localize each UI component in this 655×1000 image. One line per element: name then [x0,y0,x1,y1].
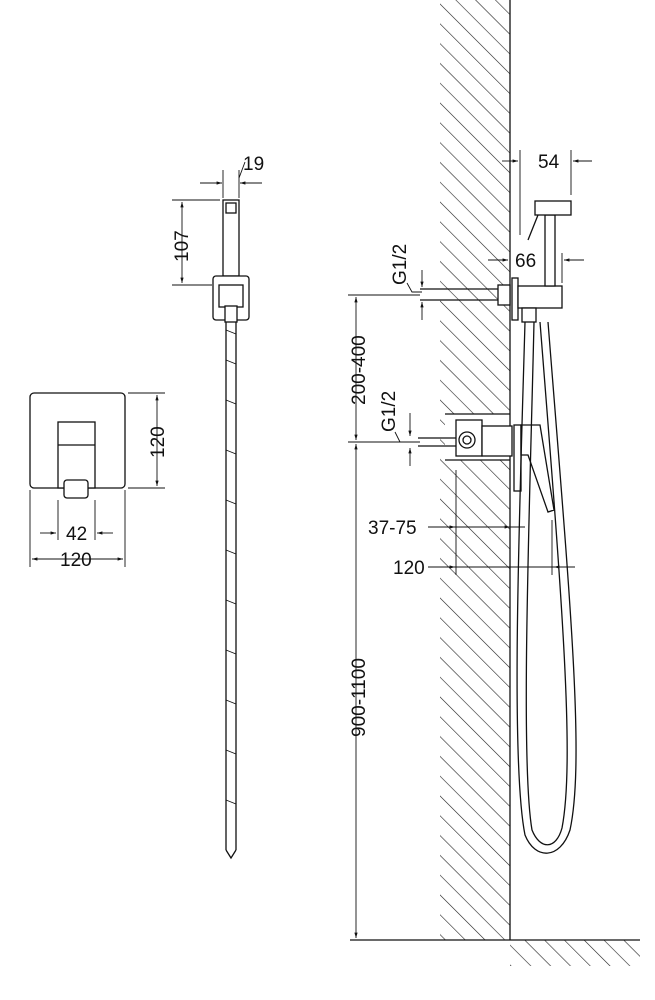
dim-upper-thread: G1/2 [390,244,411,285]
handshower-front-view: 19 107 [172,154,264,860]
dim-mount-height: 900-1100 [349,658,370,737]
dim-head-height: 107 [172,230,193,262]
dim-plate-height: 120 [148,426,169,458]
dim-holder-depth: 54 [538,152,560,173]
dim-lever-width: 42 [66,524,87,545]
dim-outlet-depth: 66 [515,251,536,272]
dim-plate-width: 120 [60,550,92,571]
dim-outlet-spacing: 200-400 [349,335,370,405]
mixer-plate-front-view: 120 42 120 [29,392,169,571]
dim-total-depth: 120 [393,558,425,579]
dim-head-width: 19 [243,154,264,175]
side-view-fittings [418,200,577,854]
dim-install-depth: 37-75 [368,518,417,539]
wall-section [350,0,640,966]
side-view-dimensions: 54 66 G1/2 200-400 G1/2 900-1100 37-75 1… [348,150,592,938]
dim-lower-thread: G1/2 [379,391,400,432]
